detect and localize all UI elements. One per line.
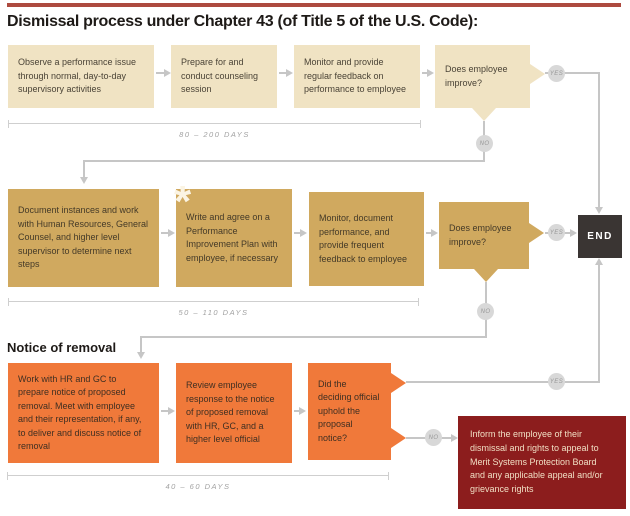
connector-line xyxy=(161,410,169,412)
connector-line xyxy=(422,72,428,74)
outcome-dismissal-notice-label: Inform the employee of their dismissal a… xyxy=(470,428,603,495)
decision-employee-improve-2: Does employee improve? xyxy=(439,202,529,269)
asterisk-icon: * xyxy=(174,177,192,226)
step-monitor-document-label: Monitor, document performance, and provi… xyxy=(319,213,408,264)
duration-bracket xyxy=(8,120,421,128)
decision-pointer-down-icon xyxy=(474,269,498,282)
no-badge: NO xyxy=(476,135,493,152)
yes-badge: YES xyxy=(548,65,565,82)
bracket-tick xyxy=(7,472,8,480)
decision-uphold-proposal-label: Did the deciding official uphold the pro… xyxy=(318,378,380,443)
decision-uphold-proposal: Did the deciding official uphold the pro… xyxy=(308,363,391,460)
duration-label: 80 – 200 DAYS xyxy=(179,130,250,139)
duration-label: 40 – 60 DAYS xyxy=(165,482,231,491)
bracket-tick xyxy=(418,298,419,306)
bracket-tick xyxy=(8,298,9,306)
arrow-right-icon xyxy=(168,229,175,237)
step-monitor-document: Monitor, document performance, and provi… xyxy=(309,192,424,286)
decision-pointer-right-icon xyxy=(391,373,406,393)
step-counseling: Prepare for and conduct counseling sessi… xyxy=(171,45,277,108)
connector-line xyxy=(161,232,169,234)
duration-bracket xyxy=(7,472,389,480)
arrow-down-icon xyxy=(80,177,88,184)
connector-line xyxy=(140,336,487,338)
connector-line xyxy=(156,72,165,74)
no-badge: NO xyxy=(425,429,442,446)
connector-line xyxy=(279,72,287,74)
arrow-right-icon xyxy=(164,69,171,77)
arrow-down-icon xyxy=(137,352,145,359)
connector-line xyxy=(598,72,600,208)
step-document-instances-label: Document instances and work with Human R… xyxy=(18,205,149,270)
step-improvement-plan-label: Write and agree on a Performance Improve… xyxy=(186,212,279,263)
decision-pointer-down-icon xyxy=(472,108,496,121)
step-review-response: Review employee response to the notice o… xyxy=(176,363,292,463)
page-title: Dismissal process under Chapter 43 (of T… xyxy=(7,13,478,30)
bracket-tick xyxy=(8,120,9,128)
arrow-right-icon xyxy=(431,229,438,237)
step-observe-issue-label: Observe a performance issue through norm… xyxy=(18,57,137,95)
arrow-right-icon xyxy=(168,407,175,415)
step-monitor-feedback-label: Monitor and provide regular feedback on … xyxy=(304,57,407,95)
duration-label: 50 – 110 DAYS xyxy=(178,308,249,317)
step-prepare-notice-label: Work with HR and GC to prepare notice of… xyxy=(18,373,142,452)
arrow-right-icon xyxy=(300,229,307,237)
connector-line xyxy=(83,160,485,162)
step-observe-issue: Observe a performance issue through norm… xyxy=(8,45,154,108)
decision-employee-improve-1-label: Does employee improve? xyxy=(445,64,508,88)
connector-line xyxy=(426,232,432,234)
step-prepare-notice: Work with HR and GC to prepare notice of… xyxy=(8,363,159,463)
step-counseling-label: Prepare for and conduct counseling sessi… xyxy=(181,57,259,95)
yes-badge: YES xyxy=(548,224,565,241)
decision-pointer-right-icon xyxy=(529,223,544,243)
decision-employee-improve-2-label: Does employee improve? xyxy=(449,223,512,247)
connector-line xyxy=(294,232,301,234)
step-improvement-plan: Write and agree on a Performance Improve… xyxy=(174,180,292,287)
connector-line xyxy=(140,336,142,354)
step-monitor-feedback: Monitor and provide regular feedback on … xyxy=(294,45,420,108)
arrow-right-icon xyxy=(570,229,577,237)
decision-pointer-right-icon xyxy=(391,428,406,448)
no-badge: NO xyxy=(477,303,494,320)
duration-bracket xyxy=(8,298,419,306)
step-document-instances: Document instances and work with Human R… xyxy=(8,189,159,287)
connector-line xyxy=(545,72,600,74)
arrow-right-icon xyxy=(451,434,458,442)
connector-line xyxy=(83,160,85,179)
connector-line xyxy=(294,410,300,412)
arrow-right-icon xyxy=(299,407,306,415)
arrow-right-icon xyxy=(427,69,434,77)
outcome-dismissal-notice: Inform the employee of their dismissal a… xyxy=(458,416,626,509)
arrow-down-icon xyxy=(595,207,603,214)
connector-line xyxy=(598,262,600,382)
title-rule xyxy=(7,3,621,7)
yes-badge: YES xyxy=(548,373,565,390)
step-review-response-label: Review employee response to the notice o… xyxy=(186,380,275,445)
arrow-right-icon xyxy=(286,69,293,77)
bracket-tick xyxy=(388,472,389,480)
decision-employee-improve-1: Does employee improve? xyxy=(435,45,530,108)
section-header-notice-of-removal: Notice of removal xyxy=(7,340,117,355)
bracket-tick xyxy=(420,120,421,128)
arrow-up-icon xyxy=(595,258,603,265)
end-node: END xyxy=(578,215,622,258)
connector-line xyxy=(406,381,600,383)
decision-pointer-right-icon xyxy=(530,64,545,84)
